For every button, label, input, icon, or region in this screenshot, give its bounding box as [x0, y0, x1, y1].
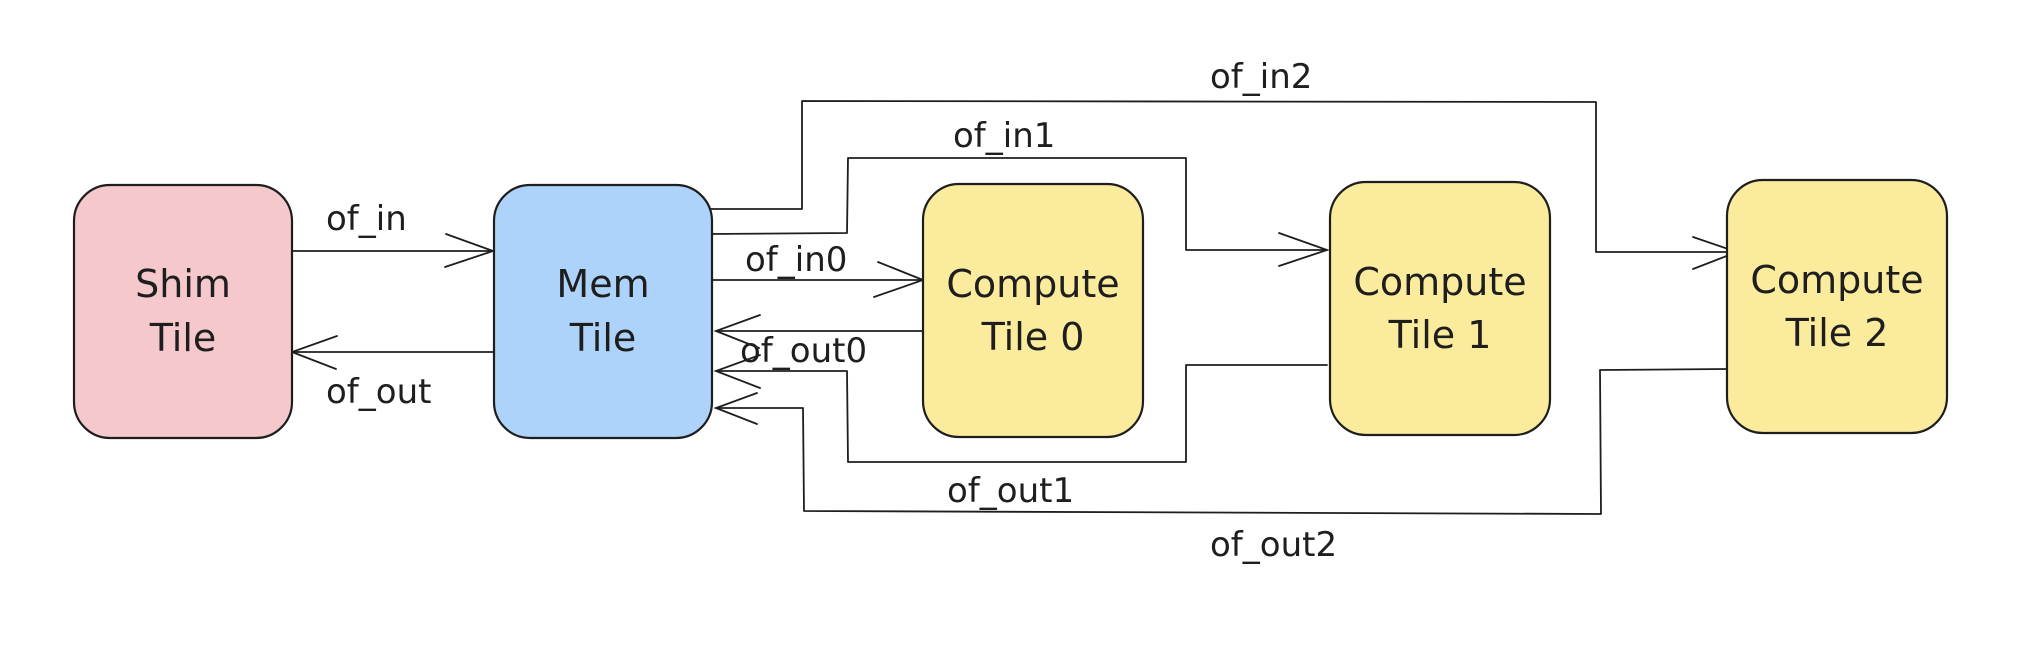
compute-tile-1-label-line2: Tile 1 [1388, 313, 1492, 357]
compute-tile-2-box [1725, 178, 1949, 435]
compute-tile-0: Compute Tile 0 [921, 182, 1145, 439]
edge-label-of-out1: of_out1 [947, 471, 1074, 511]
edge-of-out: of_out [289, 335, 494, 412]
edge-of-in1: of_in1 [707, 116, 1330, 267]
shim-tile-label-line2: Tile [149, 316, 217, 360]
compute-tile-1-box [1328, 180, 1552, 437]
edge-label-of-out2: of_out2 [1210, 525, 1337, 565]
compute-tile-2-label-line2: Tile 2 [1785, 311, 1889, 355]
mem-tile-box [492, 183, 714, 440]
compute-tile-1: Compute Tile 1 [1328, 180, 1552, 437]
edge-of-out0: of_out0 [713, 314, 924, 371]
edge-of-in0: of_in0 [711, 240, 926, 298]
compute-tile-1-label-line1: Compute [1353, 260, 1526, 304]
edge-of-in: of_in [291, 199, 496, 268]
mem-tile-label-line2: Tile [569, 316, 637, 360]
shim-tile: Shim Tile [72, 183, 294, 440]
shim-tile-box [72, 183, 294, 440]
compute-tile-0-box [921, 182, 1145, 439]
compute-tile-0-label-line1: Compute [946, 262, 1119, 306]
edge-of-in2: of_in2 [707, 57, 1740, 270]
edge-label-of-in2: of_in2 [1210, 57, 1312, 97]
edge-label-of-in0: of_in0 [745, 240, 847, 280]
mem-tile: Mem Tile [492, 183, 714, 440]
edge-label-of-out0: of_out0 [740, 331, 867, 371]
compute-tile-2-label-line1: Compute [1750, 258, 1923, 302]
edge-label-of-in: of_in [326, 199, 407, 239]
edge-of-out1: of_out1 [713, 354, 1328, 511]
edge-of-out2: of_out2 [713, 368, 1728, 565]
shim-tile-label-line1: Shim [135, 262, 231, 306]
edge-label-of-out: of_out [326, 372, 431, 412]
compute-tile-0-label-line2: Tile 0 [981, 315, 1085, 359]
compute-tile-2: Compute Tile 2 [1725, 178, 1949, 435]
mem-tile-label-line1: Mem [556, 262, 649, 306]
edge-label-of-in1: of_in1 [953, 116, 1055, 156]
